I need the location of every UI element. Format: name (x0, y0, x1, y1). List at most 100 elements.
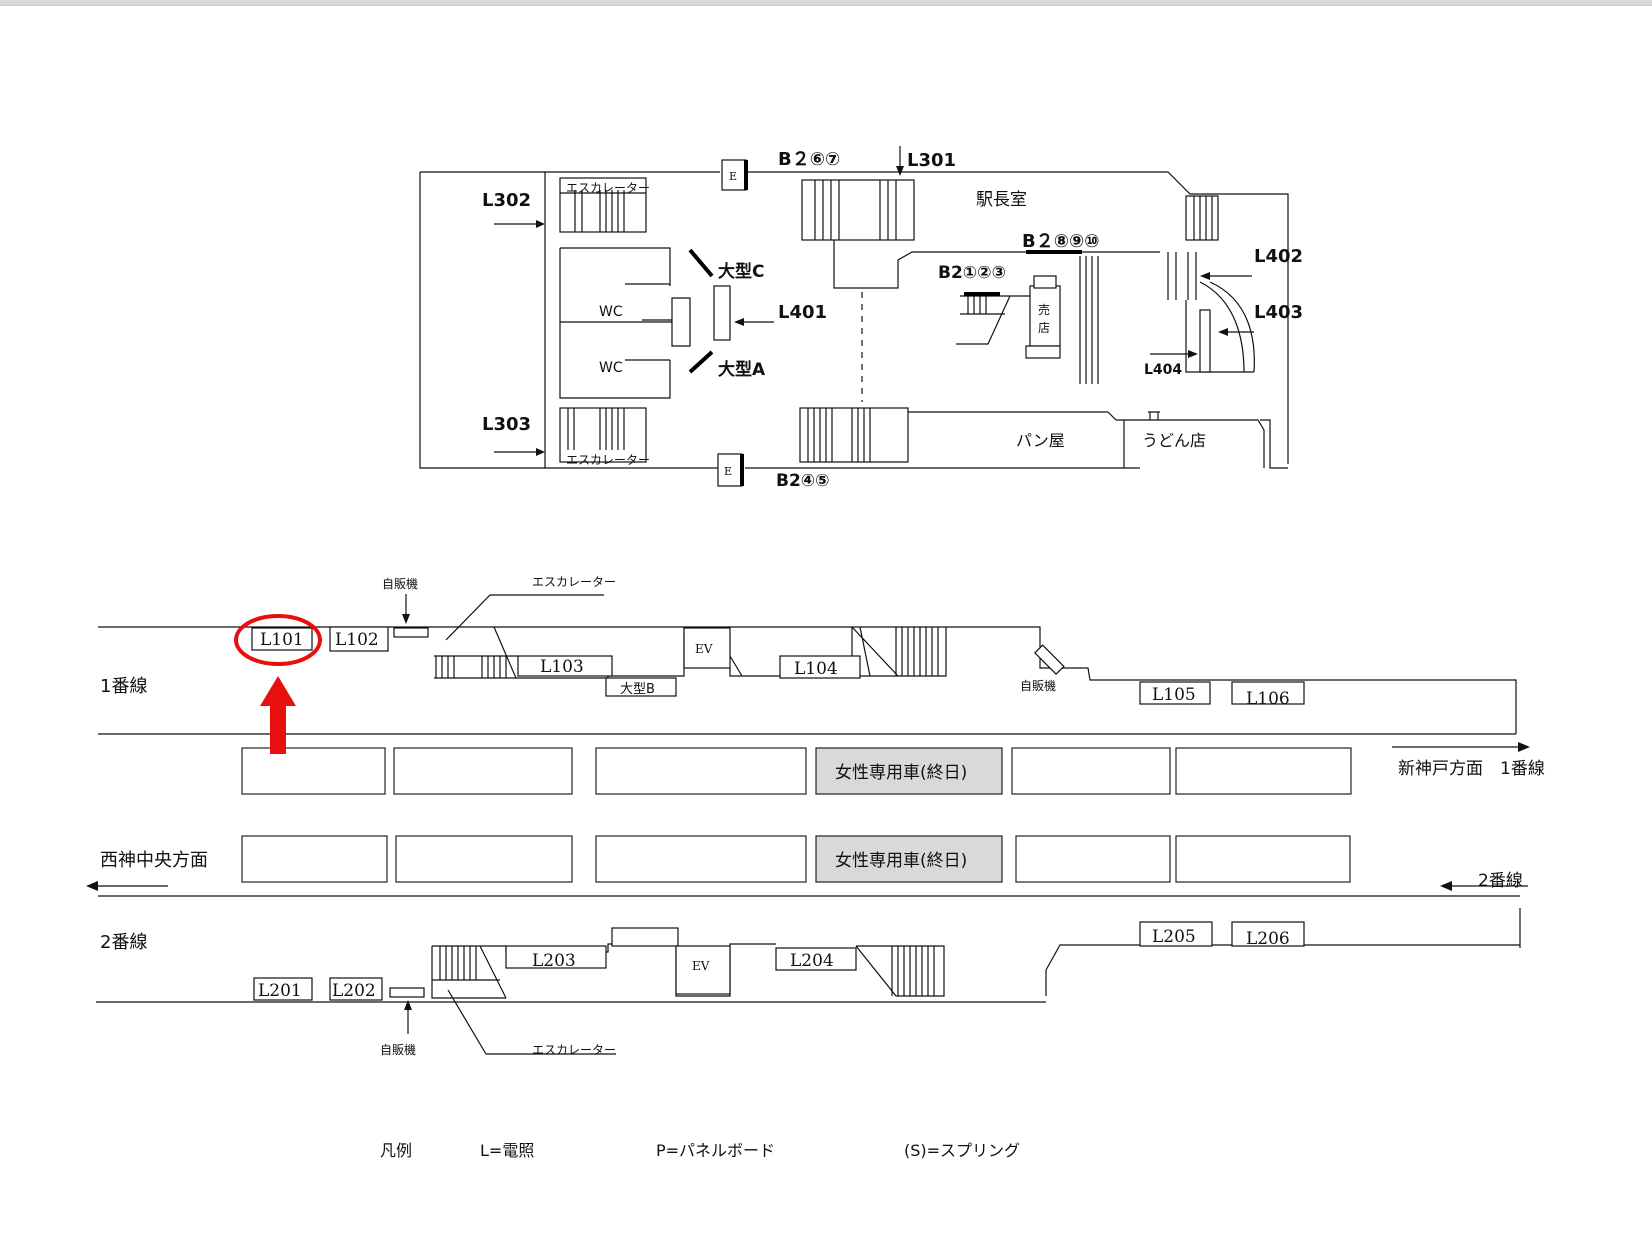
light-l105[interactable]: L105 (1152, 685, 1196, 705)
track2-label: 2番線 (100, 932, 147, 953)
light-l203-box[interactable] (505, 945, 607, 969)
light-l301[interactable]: L301 (907, 150, 956, 171)
light-l103-box[interactable] (517, 655, 613, 677)
car-1-track2 (241, 835, 388, 883)
light-l206[interactable]: L206 (1246, 929, 1290, 949)
gate-large-a-label: 大型A (718, 359, 766, 380)
light-l201-box[interactable] (253, 977, 313, 1001)
highlight-arrow-shaft (270, 702, 286, 754)
gate-large-c[interactable] (688, 248, 714, 278)
shops-top-wall (908, 411, 1265, 468)
wc-2-label: WC (599, 360, 623, 376)
stairs-right-top[interactable] (1185, 195, 1219, 241)
light-l106-box[interactable] (1231, 681, 1305, 705)
light-l201[interactable]: L201 (258, 981, 302, 1001)
light-l101-box[interactable] (251, 627, 313, 651)
kiosk-top (1033, 275, 1057, 289)
escalator-right-panel (1199, 309, 1211, 373)
gate-large-b-label: 大型B (620, 682, 655, 697)
women-car-track2-label: 女性専用車(終日) (835, 851, 967, 871)
light-l105-box[interactable] (1139, 681, 1211, 705)
kiosk[interactable] (1029, 285, 1061, 347)
escalator-right-lines (1167, 252, 1197, 300)
car-6-track1 (1175, 747, 1352, 795)
stairs-track1-outline (851, 627, 947, 677)
gate-l401-panel (713, 285, 731, 341)
udon-label: うどん店 (1142, 431, 1206, 450)
escalator-top[interactable] (559, 177, 647, 233)
wc-1-label: WC (599, 304, 623, 320)
elevator-track1[interactable] (683, 627, 731, 669)
light-l101[interactable]: L101 (260, 630, 304, 650)
escalator-track2-steps (432, 945, 507, 999)
track2-bench (611, 927, 679, 947)
stairs-right-top-steps (1193, 196, 1213, 240)
gate-large-c-label: 大型C (718, 261, 764, 282)
light-l106[interactable]: L106 (1246, 689, 1290, 709)
light-l203[interactable]: L203 (532, 951, 576, 971)
light-l404[interactable]: L404 (1144, 362, 1182, 378)
light-l102-box[interactable] (329, 626, 389, 652)
light-l104[interactable]: L104 (794, 659, 838, 679)
car-5-track1 (1011, 747, 1171, 795)
stairs-track2-steps (891, 946, 935, 996)
vending-machine-top[interactable] (393, 627, 429, 638)
light-l403[interactable]: L403 (1254, 302, 1303, 323)
light-l202[interactable]: L202 (332, 981, 376, 1001)
light-l302[interactable]: L302 (482, 190, 531, 211)
legend-item-lighting: L=電照 (480, 1141, 534, 1160)
exit-b2-mid-label: B2①②③ (938, 263, 1006, 283)
vending-right-label: 自販機 (1020, 678, 1056, 693)
direction-track2-label: 2番線 (1478, 871, 1523, 891)
concourse-wall-bottom-right (1260, 419, 1288, 469)
gate-large-a[interactable] (688, 350, 714, 374)
light-l103[interactable]: L103 (540, 657, 584, 677)
stairs-bottom-center[interactable] (799, 407, 909, 463)
highlight-circle (234, 614, 322, 666)
vending-machine-right[interactable] (1034, 644, 1065, 675)
elevator-track1-ramp (729, 655, 780, 677)
elevator-top[interactable] (721, 159, 747, 191)
concourse-wall-top (420, 171, 1289, 464)
gate-large-b[interactable] (605, 677, 677, 697)
direction-west-arrow-head (86, 881, 98, 891)
concourse-wall-left-bottom (419, 172, 1140, 469)
elevator-track2[interactable] (675, 945, 731, 995)
kiosk-bottom (1025, 345, 1061, 359)
car-2-track1 (393, 747, 573, 795)
light-l205-box[interactable] (1139, 921, 1213, 947)
light-l206-box[interactable] (1231, 921, 1305, 947)
elevator-track1-label: EV (695, 642, 713, 656)
light-l204[interactable]: L204 (790, 951, 834, 971)
light-l104-box[interactable] (779, 655, 861, 679)
wc-outline-top (560, 247, 671, 286)
light-l102[interactable]: L102 (335, 630, 379, 650)
kiosk-stairs-steps (960, 296, 1005, 315)
window-top-bar (0, 0, 1652, 6)
arrow-l301-head (896, 166, 904, 176)
light-l204-box[interactable] (775, 947, 857, 971)
concourse-map: エスカレーター エスカレーター WC WC 大型C 大型A E E (419, 146, 1303, 491)
light-l202-box[interactable] (329, 977, 383, 1001)
wc-outline-bottom (559, 248, 671, 399)
vending-top-arrow-head (402, 614, 410, 624)
escalator-bottom-steps (567, 408, 625, 450)
legend-title: 凡例 (380, 1141, 412, 1160)
light-l401[interactable]: L401 (778, 302, 827, 323)
elevator-top-label: E (729, 170, 737, 183)
kiosk-label-2: 店 (1038, 321, 1050, 335)
vending-machine-bottom[interactable] (389, 987, 425, 998)
vending-top-label: 自販機 (382, 576, 418, 591)
track1-label: 1番線 (100, 676, 147, 697)
stairs-top-center-steps (814, 180, 897, 240)
light-l402[interactable]: L402 (1254, 246, 1303, 267)
car-5-track2 (1015, 835, 1171, 883)
light-l303[interactable]: L303 (482, 414, 531, 435)
escalator-track2-label: エスカレーター (532, 1043, 616, 1057)
light-l205[interactable]: L205 (1152, 927, 1196, 947)
stairs-top-center[interactable] (801, 179, 915, 241)
arrow-l402-head (1200, 272, 1210, 280)
women-car-track2 (815, 835, 1003, 883)
stairs-track1-steps (895, 627, 939, 676)
legend: 凡例 L=電照 P=パネルボード (S)=スプリング (380, 1141, 1020, 1160)
